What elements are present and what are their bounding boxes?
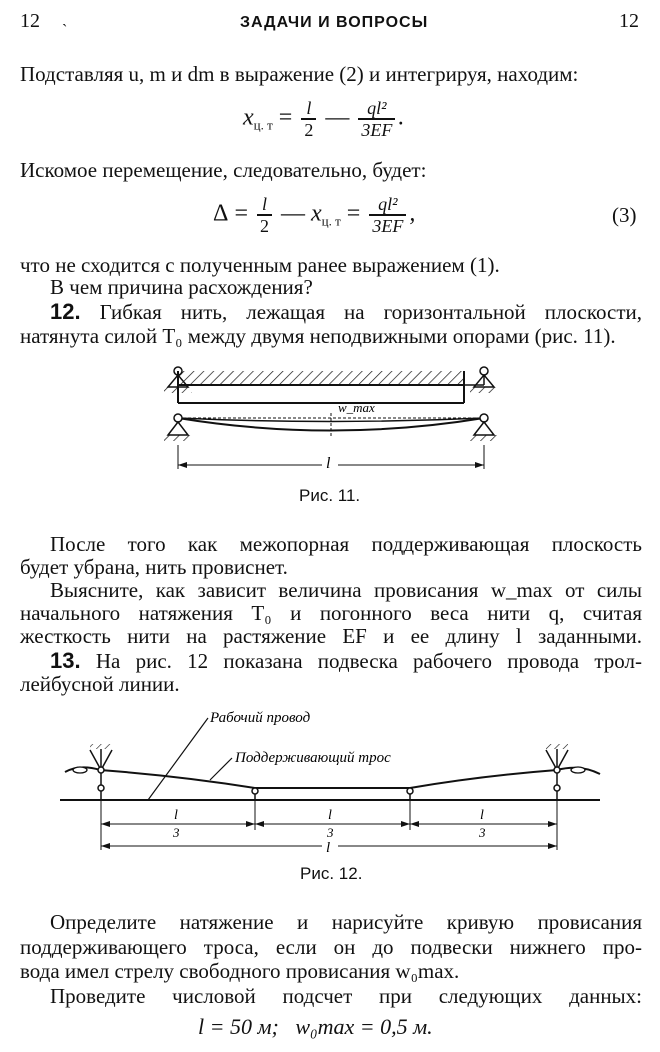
page-number: 12 bbox=[20, 10, 40, 32]
figure-12: Рабочий провод Поддерживающий трос bbox=[60, 710, 601, 856]
text-line: Проведите числовой подсчет при следующих… bbox=[50, 984, 642, 1008]
running-header: ЗАДАЧИ И ВОПРОСЫ bbox=[240, 14, 429, 31]
text-line: Определите натяжение и нарисуйте кривую … bbox=[50, 910, 642, 934]
left-support bbox=[72, 744, 113, 800]
problem-13-line: 13. На рис. 12 показана подвеска рабочег… bbox=[50, 648, 643, 673]
header-problem-ref: 12 bbox=[619, 10, 639, 32]
svg-text:3: 3 bbox=[478, 825, 486, 840]
right-support bbox=[545, 744, 586, 800]
label-support-cable: Поддерживающий трос bbox=[234, 750, 391, 766]
text-line: После того как межопорная поддерживающая… bbox=[50, 532, 642, 556]
label-l-over-3-3: l 3 bbox=[476, 804, 492, 840]
text-line: жесткость нити на растяжение EF и ее дли… bbox=[20, 624, 642, 648]
label-wmax: w_max bbox=[338, 400, 375, 415]
data-line: l = 50 м; w₀max = 0,5 м. bbox=[198, 1014, 433, 1039]
text-line: Искомое перемещение, следовательно, буде… bbox=[20, 158, 427, 182]
label-l-over-3-2: l 3 bbox=[324, 804, 340, 840]
label-l-over-3-1: l 3 bbox=[170, 804, 186, 840]
svg-text:3: 3 bbox=[172, 825, 180, 840]
text-line: поддерживающего троса, если он до подвес… bbox=[20, 935, 642, 959]
support-right-bottom bbox=[470, 413, 498, 441]
svg-text:l: l bbox=[480, 808, 484, 823]
text-line: будет убрана, нить провиснет. bbox=[20, 555, 288, 579]
equation-number: (3) bbox=[612, 203, 637, 227]
text-line: вода имел стрелу свободного провисания w… bbox=[20, 959, 460, 983]
problem-number: 13. bbox=[50, 648, 81, 673]
support-cable bbox=[99, 769, 558, 789]
support-plane bbox=[178, 371, 464, 385]
label-working-wire: Рабочий провод bbox=[209, 710, 311, 726]
figure-11-caption: Рис. 11. bbox=[299, 486, 361, 505]
svg-text:l: l bbox=[174, 808, 178, 823]
svg-text:3: 3 bbox=[326, 825, 334, 840]
text-line: Подставляя u, m и dm в выражение (2) и и… bbox=[20, 62, 579, 86]
hanger-2 bbox=[406, 787, 414, 800]
problem-12-line: 12. Гибкая нить, лежащая на горизонтальн… bbox=[50, 299, 643, 324]
text-line: лейбусной линии. bbox=[20, 672, 180, 696]
label-l: l bbox=[326, 455, 331, 472]
text-line: начального натяжения T₀ и погонного веса… bbox=[20, 601, 642, 625]
support-left-top bbox=[164, 366, 192, 393]
hanger-1 bbox=[251, 787, 259, 800]
label-l: l bbox=[326, 840, 330, 856]
scan-mark: ˎ bbox=[62, 10, 68, 27]
support-left-bottom bbox=[164, 413, 192, 441]
figure-12-caption: Рис. 12. bbox=[300, 864, 363, 883]
problem-number: 12. bbox=[50, 299, 81, 324]
text-line: В чем причина расхождения? bbox=[50, 275, 313, 299]
text-line: натянута силой T₀ между двумя неподвижны… bbox=[20, 324, 616, 348]
text-line: Выясните, как зависит величина провисани… bbox=[50, 578, 642, 602]
text-line: что не сходится с полученным ранее выраж… bbox=[20, 253, 500, 277]
svg-text:l: l bbox=[328, 808, 332, 823]
figure-11: w_max l bbox=[164, 366, 498, 472]
